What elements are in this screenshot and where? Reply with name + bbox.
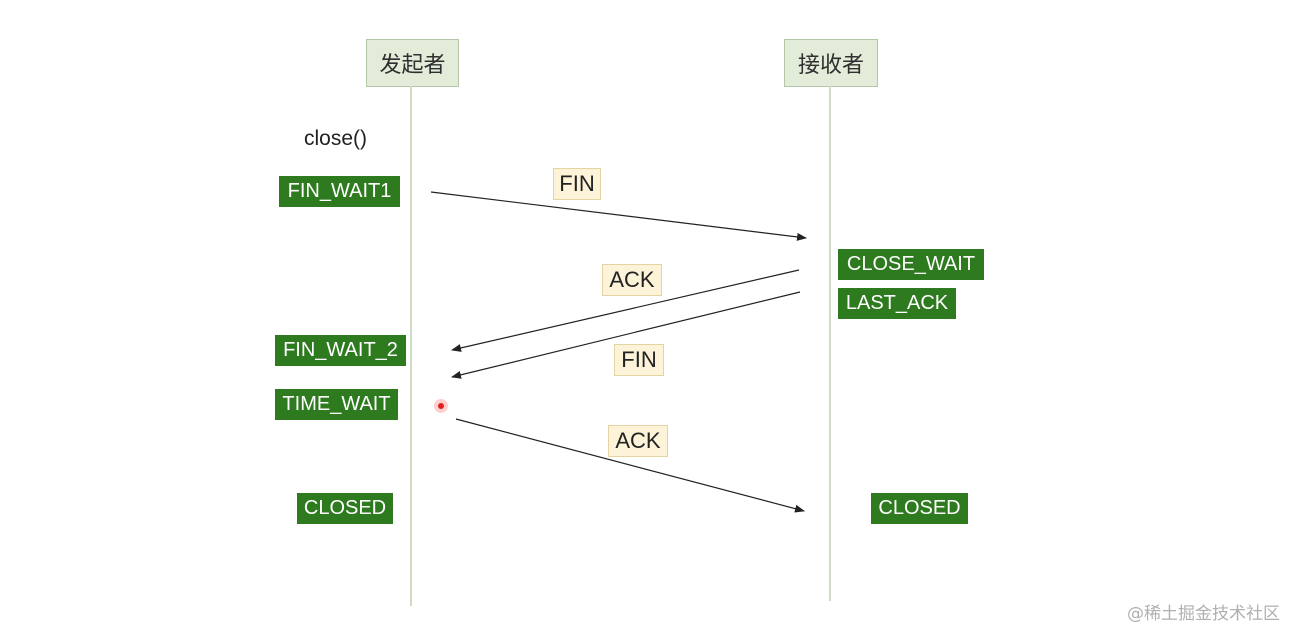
message-fin-1: FIN (553, 168, 601, 200)
watermark: @稀土掘金技术社区 (1127, 604, 1280, 624)
state-time-wait: TIME_WAIT (275, 389, 398, 420)
ack-arrow-2 (455, 418, 805, 513)
state-closed-initiator: CLOSED (297, 493, 393, 524)
receiver-label: 接收者 (797, 53, 864, 78)
initiator-label: 发起者 (379, 53, 446, 78)
receiver-actor: 接收者 (784, 39, 878, 87)
ack-arrow-1 (451, 269, 800, 352)
fin-arrow-2 (451, 291, 801, 379)
message-fin-2: FIN (614, 344, 664, 376)
state-closed-receiver: CLOSED (871, 493, 968, 524)
initiator-lifeline (410, 86, 412, 606)
initiator-actor: 发起者 (366, 39, 459, 87)
state-last-ack: LAST_ACK (838, 288, 956, 319)
state-fin-wait1: FIN_WAIT1 (279, 176, 400, 207)
state-close-wait: CLOSE_WAIT (838, 249, 984, 280)
fin-arrow-1 (430, 191, 807, 241)
message-ack-2: ACK (608, 425, 668, 457)
close-call-label: close() (304, 127, 368, 150)
message-ack-1: ACK (602, 264, 662, 296)
receiver-lifeline (829, 86, 831, 601)
state-fin-wait-2: FIN_WAIT_2 (275, 335, 406, 366)
cursor-indicator (434, 399, 448, 413)
